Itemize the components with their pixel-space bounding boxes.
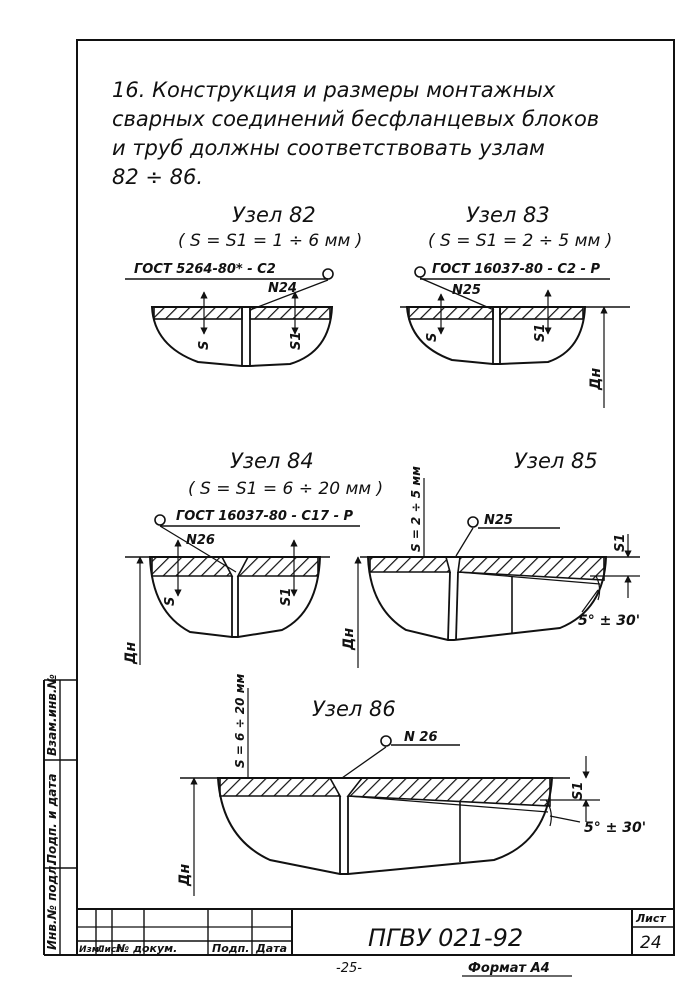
paragraph-line: 82 ÷ 86. (112, 165, 204, 189)
side-stamp-cell-sign-date: Подп. и дата (45, 774, 59, 864)
node-82-title: Узел 82 (232, 203, 316, 227)
node-83-dim-dn: Дн (588, 368, 604, 391)
node-83-weld: N25 (452, 283, 481, 298)
node-84-params: ( S = S1 = 6 ÷ 20 мм ) (188, 479, 383, 499)
node-86-dim-s: S = 6 ÷ 20 мм (233, 674, 247, 768)
title-block-text: Изм. Лист № докум. Подп. Дата ПГВУ 021-9… (79, 912, 666, 977)
side-stamp-cell-replace: Взам.инв.№ (45, 674, 59, 756)
node-84-dim-s1: S1 (279, 588, 294, 606)
col-doc: № докум. (115, 942, 177, 955)
node-84-dim-s: S (163, 597, 178, 606)
node-86-angle: 5° ± 30' (584, 820, 646, 836)
title-block (77, 908, 674, 955)
node-83-title: Узел 83 (466, 203, 550, 227)
paragraph-line: 16. Конструкция и размеры монтажных (112, 78, 556, 102)
sheet-number: 24 (640, 933, 662, 953)
node-82-gost: ГОСТ 5264-80* - С2 (134, 262, 276, 277)
node-85-dim-dn: Дн (341, 628, 357, 651)
node-84-weld: N26 (186, 533, 215, 548)
node-86: Узел 86 S = 6 ÷ 20 мм N 26 S1 5° ± 30' Д… (177, 674, 646, 896)
node-85-dim-s: S = 2 ÷ 5 мм (409, 466, 423, 552)
node-83-params: ( S = S1 = 2 ÷ 5 мм ) (428, 231, 612, 251)
node-82: Узел 82 ( S = S1 = 1 ÷ 6 мм ) ГОСТ 5264-… (125, 203, 362, 367)
node-84-gost: ГОСТ 16037-80 - С17 - Р (176, 509, 354, 524)
sheet-label: Лист (635, 912, 666, 925)
paragraph-line: сварных соединений бесфланцевых блоков (112, 107, 600, 131)
col-date: Дата (255, 942, 287, 955)
col-izm: Изм. (79, 945, 103, 955)
node-82-params: ( S = S1 = 1 ÷ 6 мм ) (178, 231, 362, 251)
node-86-title: Узел 86 (312, 697, 396, 721)
col-list: Лист (96, 945, 122, 955)
node-84-dim-dn: Дн (123, 642, 139, 665)
page-frame (43, 39, 675, 956)
side-stamp: Взам.инв.№ Подп. и дата Инв.№ подл. (45, 674, 59, 950)
node-85-dim-s1: S1 (613, 534, 628, 552)
node-84: Узел 84 ( S = S1 = 6 ÷ 20 мм ) ГОСТ 1603… (123, 449, 383, 665)
node-84-title: Узел 84 (230, 449, 314, 473)
node-83-dim-s1: S1 (533, 324, 548, 342)
node-86-dim-dn: Дн (177, 864, 193, 887)
node-83: Узел 83 ( S = S1 = 2 ÷ 5 мм ) ГОСТ 16037… (400, 203, 630, 408)
intro-paragraph: 16. Конструкция и размеры монтажных свар… (112, 76, 652, 192)
col-sign: Подп. (212, 942, 249, 955)
paragraph-line: и труб должны соответствовать узлам (112, 136, 545, 160)
node-85-weld: N25 (484, 513, 513, 528)
side-stamp-cell-inventory: Инв.№ подл. (45, 861, 59, 950)
node-86-weld: N 26 (404, 730, 438, 745)
node-85: Узел 85 S = 2 ÷ 5 мм N25 S1 5° ± 30' Дн (341, 449, 640, 668)
node-83-dim-s: S (425, 333, 440, 342)
node-85-title: Узел 85 (514, 449, 598, 473)
node-83-gost: ГОСТ 16037-80 - С2 - Р (432, 262, 600, 277)
node-86-dim-s1: S1 (571, 782, 586, 800)
node-82-weld: N24 (268, 281, 297, 296)
node-82-dim-s1: S1 (289, 332, 304, 350)
page-number: -25- (336, 961, 362, 976)
node-85-angle: 5° ± 30' (578, 613, 640, 629)
node-82-dim-s: S (197, 341, 212, 350)
format-label: Формат А4 (468, 961, 550, 976)
document-designation: ПГВУ 021-92 (368, 924, 523, 952)
